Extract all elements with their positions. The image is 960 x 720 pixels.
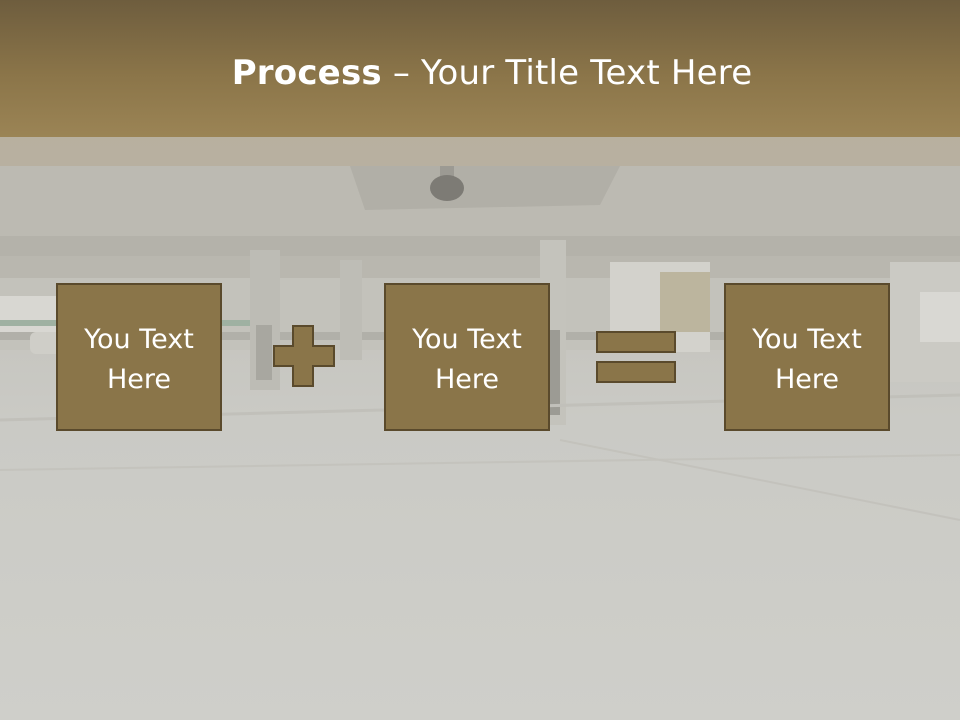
process-box-1[interactable]: You Text Here: [56, 283, 222, 431]
process-box-3[interactable]: You Text Here: [724, 283, 890, 431]
title-bold-text: Process: [231, 53, 382, 93]
header-divider-band: [0, 137, 960, 166]
slide-title: Process – Your Title Text Here: [0, 53, 960, 93]
process-box-2-text: You Text Here: [412, 324, 522, 395]
plus-icon: [273, 325, 335, 387]
title-rest-text: – Your Title Text Here: [381, 53, 753, 93]
equals-icon: [596, 331, 676, 383]
process-box-2[interactable]: You Text Here: [384, 283, 550, 431]
process-box-3-text: You Text Here: [752, 324, 862, 395]
process-box-1-text: You Text Here: [84, 324, 194, 395]
header-band: [0, 0, 960, 137]
